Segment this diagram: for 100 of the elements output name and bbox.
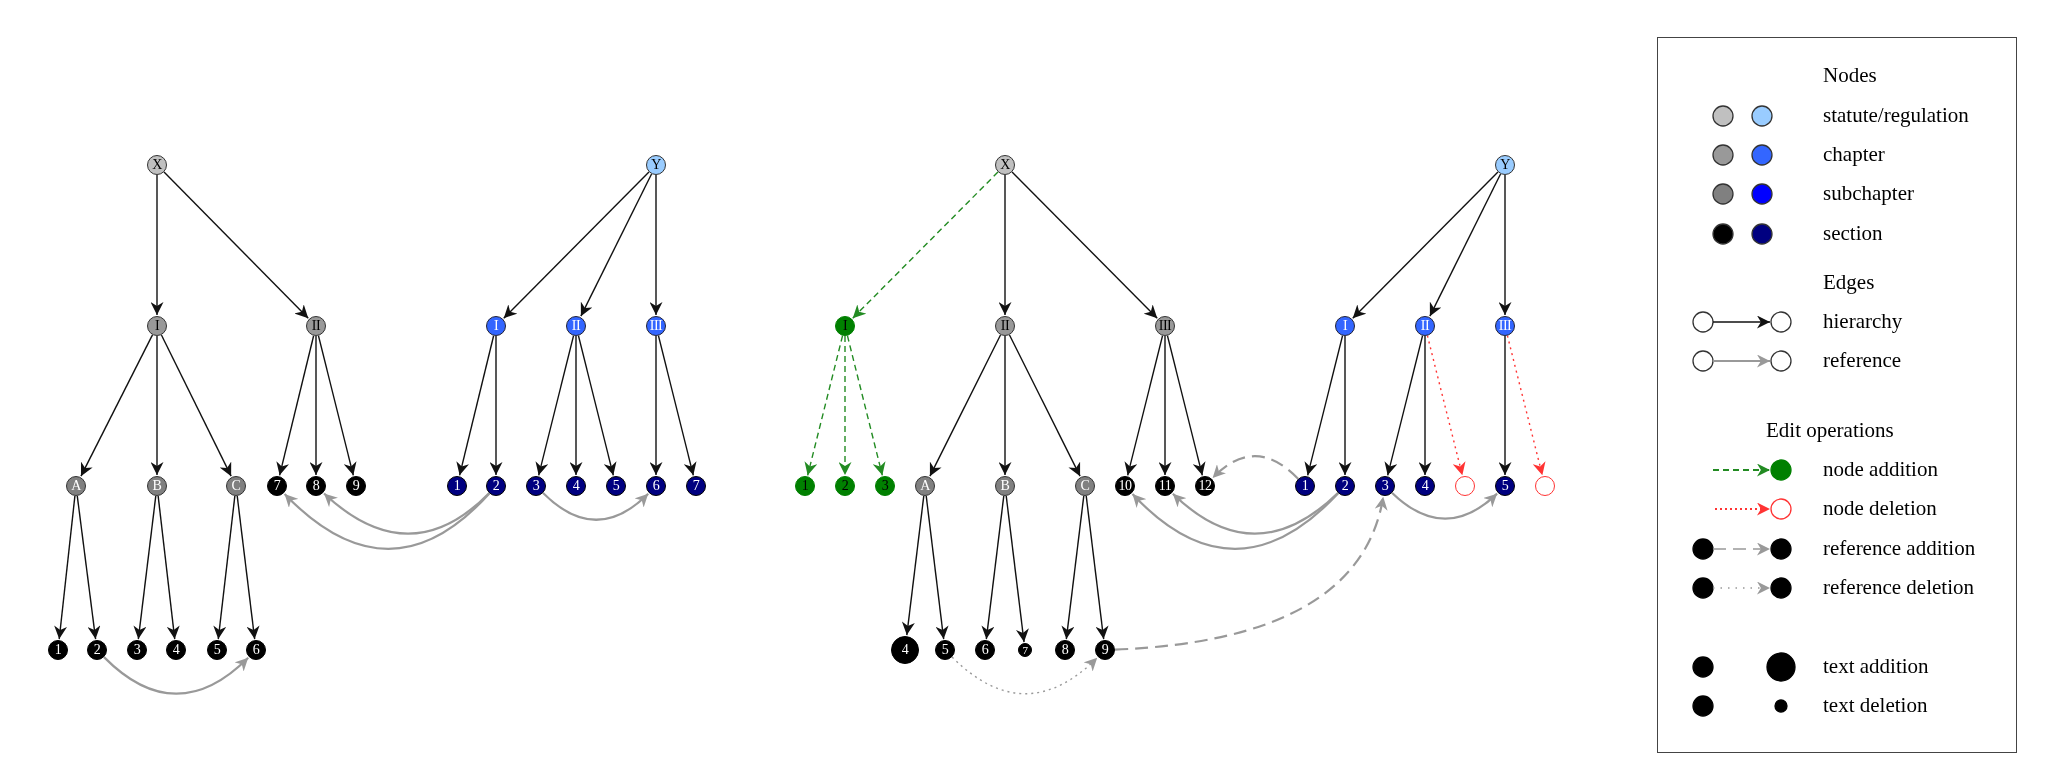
arrow xyxy=(649,335,663,476)
node-circle: II xyxy=(1415,316,1435,336)
node-circle: C xyxy=(226,476,246,496)
arrow xyxy=(150,174,164,316)
curved-arrow xyxy=(542,492,649,521)
node-circle: 1 xyxy=(48,640,68,660)
legend-label: node addition xyxy=(1823,459,1938,480)
arrow xyxy=(1352,171,1499,319)
node-circle: I xyxy=(147,316,167,336)
node-circle: 7 xyxy=(1018,643,1032,657)
arrow xyxy=(1498,174,1512,316)
arrow xyxy=(1338,335,1352,476)
empty-circle xyxy=(1455,476,1475,496)
node-circle: II xyxy=(995,316,1015,336)
arrow xyxy=(804,335,844,477)
node-circle: X xyxy=(995,155,1015,175)
arrow xyxy=(1498,335,1512,476)
node-circle: 3 xyxy=(526,476,546,496)
node-circle: 5 xyxy=(935,640,955,660)
arrow xyxy=(489,335,503,476)
arrow xyxy=(998,335,1012,476)
node-circle: 4 xyxy=(891,636,919,664)
node-circle: 2 xyxy=(486,476,506,496)
legend-heading: Edit operations xyxy=(1766,420,1894,441)
arrow xyxy=(80,334,154,477)
arrow xyxy=(456,335,495,476)
curved-arrow xyxy=(103,656,249,695)
node-circle: 4 xyxy=(166,640,186,660)
legend-label: section xyxy=(1823,223,1883,244)
node-circle: 2 xyxy=(87,640,107,660)
node-circle: 9 xyxy=(346,476,366,496)
arrow xyxy=(76,495,101,640)
node-circle: Y xyxy=(646,155,666,175)
arrow xyxy=(981,495,1005,640)
node-circle: III xyxy=(646,316,666,336)
node-circle: III xyxy=(1495,316,1515,336)
node-circle: 8 xyxy=(306,476,326,496)
arrow xyxy=(838,335,852,476)
node-circle: 1 xyxy=(1295,476,1315,496)
arrow xyxy=(1418,335,1432,476)
node-circle: 5 xyxy=(207,640,227,660)
legend-label: chapter xyxy=(1823,144,1885,165)
arrow xyxy=(1011,171,1158,319)
arrow xyxy=(1158,335,1172,476)
legend-heading: Edges xyxy=(1823,272,1875,293)
curved-arrow xyxy=(1211,455,1299,480)
arrow xyxy=(317,335,357,477)
node-circle: B xyxy=(147,476,167,496)
node-circle: II xyxy=(306,316,326,336)
curved-arrow xyxy=(1131,492,1339,550)
node-circle: Y xyxy=(1495,155,1515,175)
arrow xyxy=(163,171,309,319)
arrow xyxy=(236,495,260,640)
arrow xyxy=(1124,335,1164,477)
node-circle: 11 xyxy=(1155,476,1175,496)
legend-label: reference xyxy=(1823,350,1902,371)
node-circle: I xyxy=(1335,316,1355,336)
node-circle: 5 xyxy=(1495,476,1515,496)
arrow xyxy=(1506,335,1546,477)
node-circle: 9 xyxy=(1095,640,1115,660)
arrow xyxy=(1166,335,1206,477)
arrow xyxy=(901,495,925,636)
legend-label: text deletion xyxy=(1823,695,1928,716)
node-circle: 7 xyxy=(686,476,706,496)
node-circle: I xyxy=(835,316,855,336)
arrow xyxy=(1005,495,1029,643)
legend-label: statute/regulation xyxy=(1823,105,1969,126)
node-circle: 6 xyxy=(975,640,995,660)
node-circle: 2 xyxy=(1335,476,1355,496)
curved-arrow xyxy=(1114,496,1387,651)
curved-arrow xyxy=(1172,492,1339,535)
node-circle: 7 xyxy=(267,476,287,496)
curved-arrow xyxy=(1391,492,1498,520)
node-circle: 6 xyxy=(646,476,666,496)
legend-label: reference deletion xyxy=(1823,577,1974,598)
curved-arrow xyxy=(283,492,491,550)
curved-arrow xyxy=(323,492,490,535)
arrow xyxy=(1085,495,1109,640)
node-circle: A xyxy=(66,476,86,496)
arrow xyxy=(925,495,949,640)
node-circle: 4 xyxy=(566,476,586,496)
curved-arrow xyxy=(951,656,1098,695)
arrow xyxy=(54,495,76,640)
node-circle: III xyxy=(1155,316,1175,336)
node-circle: X xyxy=(147,155,167,175)
arrow xyxy=(276,335,315,476)
legend-label: subchapter xyxy=(1823,183,1914,204)
arrow xyxy=(852,171,999,319)
arrow xyxy=(150,335,164,476)
legend-heading: Nodes xyxy=(1823,65,1877,86)
arrow xyxy=(1304,335,1344,477)
node-circle: 4 xyxy=(1415,476,1435,496)
arrow xyxy=(157,495,180,640)
node-circle: C xyxy=(1075,476,1095,496)
arrow xyxy=(1384,335,1424,477)
arrow xyxy=(213,495,236,640)
node-circle: 5 xyxy=(606,476,626,496)
node-circle: 3 xyxy=(875,476,895,496)
node-circle: 6 xyxy=(246,640,266,660)
node-circle: 12 xyxy=(1195,476,1215,496)
